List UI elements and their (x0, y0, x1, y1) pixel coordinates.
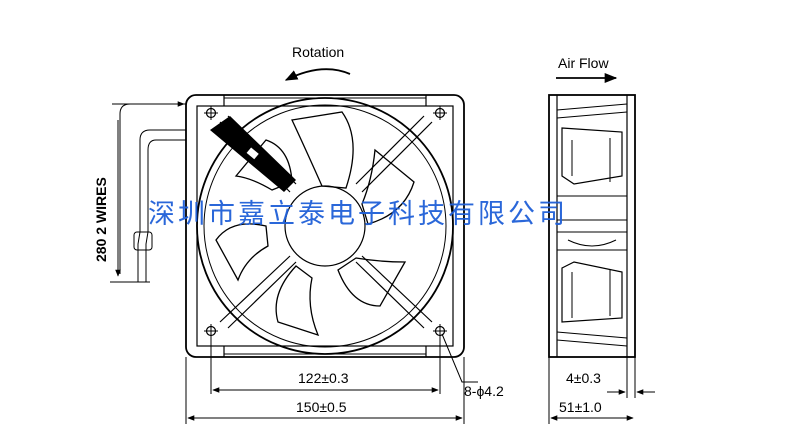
airflow-label: Air Flow (558, 55, 609, 71)
side-view: Air Flow 4±0.3 51±1.0 (548, 55, 655, 424)
dim-outer-width (185, 357, 465, 424)
fan-frame-outer (185, 94, 465, 358)
front-view: Rotation 280 2 WIRES 122±0.3 150±0.5 8-ϕ… (93, 44, 504, 424)
wire-spec-label: 280 2 WIRES (93, 177, 109, 262)
wire-exit (210, 116, 296, 192)
rotation-arrow (284, 68, 351, 81)
company-watermark: 深圳市嘉立泰电子科技有限公司 (148, 199, 568, 230)
mounting-holes (204, 106, 447, 338)
dim-holes-label: 8-ϕ4.2 (464, 383, 504, 399)
dim-inner-spacing (210, 338, 441, 394)
rotation-label: Rotation (292, 44, 344, 60)
side-body (548, 94, 636, 358)
dim-flange-label: 4±0.3 (566, 370, 601, 386)
venturi-ring (196, 97, 454, 355)
dim-depth-label: 51±1.0 (559, 399, 602, 415)
dim-inner-label: 122±0.3 (298, 370, 349, 386)
dim-outer-label: 150±0.5 (296, 399, 347, 415)
lead-wires (110, 101, 186, 283)
